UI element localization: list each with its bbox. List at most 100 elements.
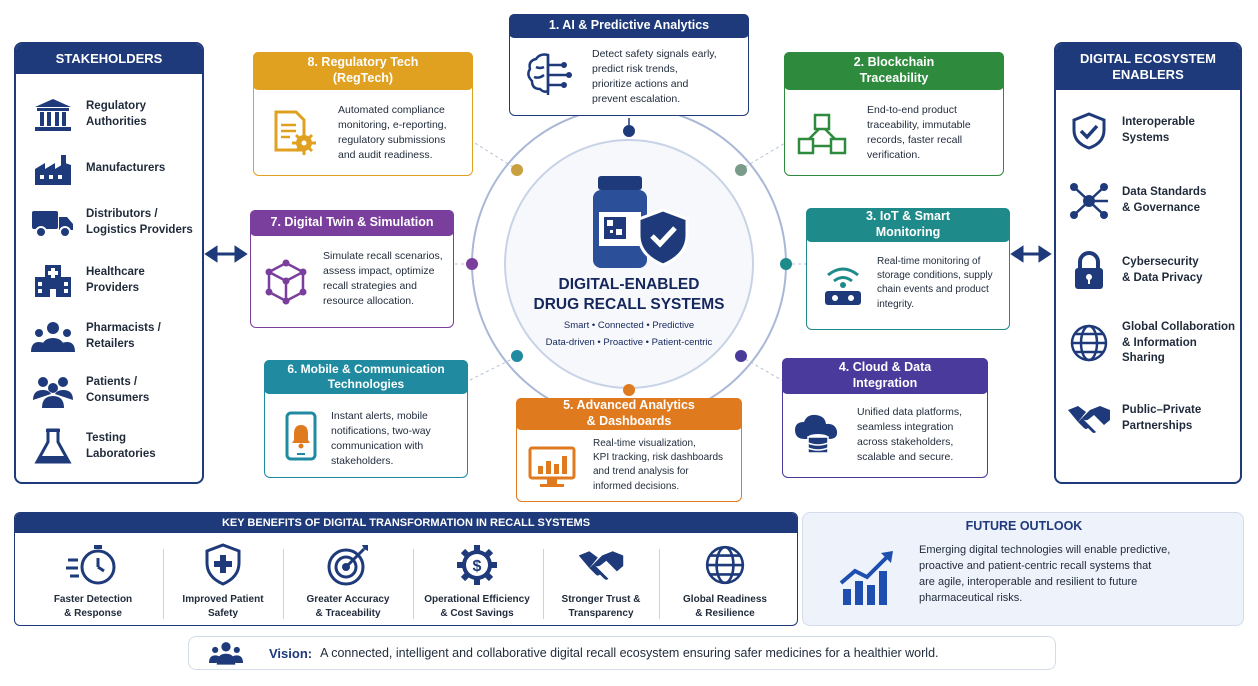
benefit-label: Stronger Trust & Transparency	[561, 594, 641, 619]
brain-circuit-icon	[522, 49, 574, 99]
benefit-label: Operational Efficiency & Cost Savings	[424, 594, 530, 619]
benefit-global: Global Readiness & Resilience	[661, 541, 789, 621]
target-icon	[285, 541, 411, 589]
card-twin: 7. Digital Twin & Simulation Simulate re…	[250, 210, 454, 328]
handshake-icon	[1066, 400, 1112, 438]
cloud-database-icon	[791, 411, 845, 459]
enabler-interoperable: Interoperable Systems	[1066, 112, 1195, 150]
flask-icon	[30, 428, 76, 466]
outlook-title: FUTURE OUTLOOK	[965, 519, 1083, 533]
enabler-label: Global Collaboration & Information Shari…	[1122, 321, 1236, 365]
stakeholder-label: Patients / Consumers	[86, 376, 150, 404]
vision-text: A connected, intelligent and collaborati…	[320, 646, 939, 660]
mobile-alert-icon	[279, 409, 323, 463]
card-iot: 3. IoT & Smart Monitoring Real-time moni…	[806, 208, 1010, 330]
truck-icon	[30, 204, 76, 242]
people-icon	[209, 641, 243, 665]
enabler-label: Data Standards & Governance	[1122, 186, 1207, 214]
people-icon	[30, 318, 76, 356]
card-body: Unified data platforms, seamless integra…	[857, 406, 963, 463]
enabler-partnerships: Public–Private Partnerships	[1066, 400, 1201, 438]
stakeholder-label: Pharmacists / Retailers	[86, 322, 161, 350]
enabler-label: Public–Private Partnerships	[1122, 404, 1202, 432]
outlook-panel: FUTURE OUTLOOK Emerging digital technolo…	[802, 512, 1244, 626]
globe-icon	[661, 541, 789, 589]
card-title: 3. IoT & Smart Monitoring	[806, 208, 1010, 242]
card-ai: 1. AI & Predictive Analytics Detect safe…	[509, 14, 749, 116]
benefits-panel: KEY BENEFITS OF DIGITAL TRANSFORMATION I…	[14, 512, 798, 626]
enabler-cybersecurity: Cybersecurity & Data Privacy	[1066, 251, 1203, 290]
shield-check-icon	[1066, 112, 1112, 150]
card-title: 2. Blockchain Traceability	[784, 52, 1004, 90]
stakeholder-manufacturers: Manufacturers	[30, 150, 165, 188]
globe-icon	[1066, 324, 1112, 362]
stakeholder-label: Regulatory Authorities	[86, 100, 147, 128]
card-body: Real-time monitoring of storage conditio…	[877, 256, 993, 310]
arrow-right	[1010, 245, 1052, 263]
card-mobile: 6. Mobile & Communication Technologies I…	[264, 360, 468, 478]
benefit-label: Greater Accuracy & Traceability	[306, 594, 390, 619]
stakeholder-patients: Patients / Consumers	[30, 372, 149, 410]
node-blockchain	[735, 164, 747, 176]
stakeholder-label: Manufacturers	[86, 162, 166, 175]
cube-network-icon	[261, 257, 311, 307]
node-twin	[466, 258, 478, 270]
card-cloud: 4. Cloud & Data Integration Unified data…	[782, 358, 988, 478]
benefit-label: Global Readiness & Resilience	[683, 594, 767, 619]
vision-bar: Vision: A connected, intelligent and col…	[188, 636, 1056, 670]
benefit-accuracy: Greater Accuracy & Traceability	[285, 541, 411, 621]
enabler-label: Interoperable Systems	[1122, 116, 1195, 144]
card-title: 8. Regulatory Tech (RegTech)	[253, 52, 473, 90]
card-title: 1. AI & Predictive Analytics	[509, 14, 749, 38]
benefit-faster: Faster Detection & Response	[23, 541, 163, 621]
enablers-panel: DIGITAL ECOSYSTEM ENABLERS Interoperable…	[1054, 42, 1242, 484]
enabler-label: Cybersecurity & Data Privacy	[1122, 256, 1203, 284]
card-regtech: 8. Regulatory Tech (RegTech) Automated c…	[253, 52, 473, 176]
benefit-safety: Improved Patient Safety	[165, 541, 281, 621]
lock-icon	[1066, 251, 1112, 290]
enabler-standards: Data Standards & Governance	[1066, 182, 1206, 220]
node-ai	[623, 125, 635, 137]
bottle-shield-icon	[593, 176, 689, 268]
card-body: End-to-end product traceability, immutab…	[867, 104, 971, 161]
stakeholder-healthcare: Healthcare Providers	[30, 262, 145, 300]
card-body: Simulate recall scenarios, assess impact…	[323, 250, 443, 307]
stakeholder-regulatory: Regulatory Authorities	[30, 96, 147, 134]
arrow-left	[204, 245, 248, 263]
node-iot	[780, 258, 792, 270]
hospital-icon	[30, 262, 76, 300]
card-body: Detect safety signals early, predict ris…	[592, 48, 717, 105]
medicine-bottle-graphic	[585, 172, 689, 272]
benefits-title: KEY BENEFITS OF DIGITAL TRANSFORMATION I…	[15, 513, 797, 533]
node-mobile	[511, 350, 523, 362]
card-title: 6. Mobile & Communication Technologies	[264, 360, 468, 394]
group-icon	[30, 372, 76, 410]
card-body: Instant alerts, mobile notifications, tw…	[331, 410, 431, 467]
enablers-title: DIGITAL ECOSYSTEM ENABLERS	[1056, 44, 1240, 90]
node-regtech	[511, 164, 523, 176]
center-title: DIGITAL-ENABLED DRUG RECALL SYSTEMS	[533, 276, 725, 314]
card-body: Automated compliance monitoring, e-repor…	[338, 104, 447, 161]
node-analytics	[623, 384, 635, 396]
card-body: Real-time visualization, KPI tracking, r…	[593, 438, 724, 492]
benefit-label: Faster Detection & Response	[53, 594, 133, 619]
center-tagline-2: Data-driven • Proactive • Patient-centri…	[545, 337, 713, 348]
stakeholder-label: Healthcare Providers	[86, 266, 145, 294]
blockchain-cubes-icon	[795, 111, 849, 159]
center-tagline-1: Smart • Connected • Predictive	[563, 320, 695, 331]
factory-icon	[30, 150, 76, 188]
outlook-body: Emerging digital technologies will enabl…	[919, 544, 1171, 604]
network-icon	[1066, 182, 1112, 220]
benefit-label: Improved Patient Safety	[182, 594, 264, 619]
document-gear-icon	[268, 107, 320, 159]
stakeholder-label: Distributors / Logistics Providers	[86, 208, 193, 236]
stakeholder-pharmacists: Pharmacists / Retailers	[30, 318, 161, 356]
stakeholders-panel: STAKEHOLDERS Regulatory Authorities Manu…	[14, 42, 204, 484]
government-building-icon	[30, 96, 76, 134]
shield-cross-icon	[165, 541, 281, 589]
enabler-global: Global Collaboration & Information Shari…	[1066, 320, 1235, 367]
handshake-icon	[545, 541, 657, 589]
benefit-trust: Stronger Trust & Transparency	[545, 541, 657, 621]
svg-text:$: $	[473, 558, 482, 575]
dashboard-icon	[525, 443, 579, 491]
